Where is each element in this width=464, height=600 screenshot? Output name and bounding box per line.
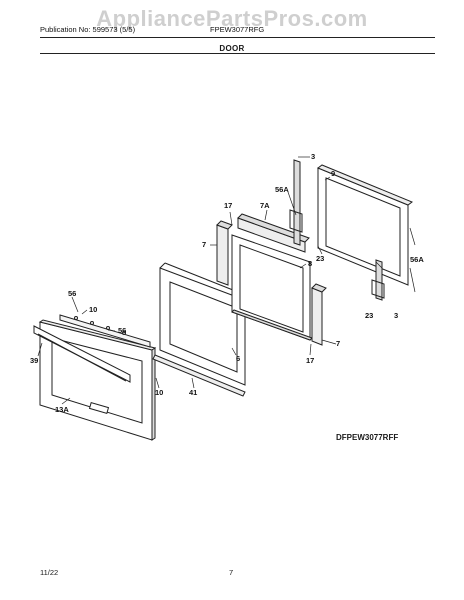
callout-9: 9 — [331, 169, 335, 178]
callout-8: 8 — [308, 259, 312, 268]
callout-17-top: 17 — [224, 201, 232, 210]
callout-7-left: 7 — [202, 240, 206, 249]
page-number: 7 — [229, 568, 234, 577]
insulation-block-right — [311, 283, 327, 346]
inner-door-frame — [159, 262, 249, 386]
callout-23-bottom: 23 — [365, 311, 373, 320]
rear-door-panel — [316, 164, 414, 286]
leader-lines — [37, 156, 416, 405]
bottom-rail — [152, 354, 246, 397]
footer-date: 11/22 — [40, 568, 59, 577]
insulation-block-top — [237, 213, 310, 253]
callout-13A: 13A — [55, 405, 69, 414]
callout-56A-top: 56A — [275, 185, 289, 194]
callout-3-top: 3 — [311, 152, 315, 161]
callout-41: 41 — [189, 388, 197, 397]
callout-56-top: 56 — [68, 289, 76, 298]
inner-glass-assembly — [231, 234, 313, 341]
callout-56A-right: 56A — [410, 255, 424, 264]
hinge-right — [371, 259, 385, 301]
callout-6: 6 — [236, 354, 240, 363]
callout-10-top: 10 — [89, 305, 97, 314]
callout-10-bottom: 10 — [155, 388, 163, 397]
callout-7-right: 7 — [336, 339, 340, 348]
callout-23-top: 23 — [316, 254, 324, 263]
publication-number: Publication No: 599573 (5/5) — [40, 25, 136, 34]
insulation-block-left — [216, 220, 233, 286]
watermark: AppliancePartsPros.com — [96, 6, 368, 31]
section-rule — [40, 53, 435, 54]
model-number: FPEW3077RFG — [210, 25, 265, 34]
callout-17-bottom: 17 — [306, 356, 314, 365]
diagram-reference-code: DFPEW3077RFF — [336, 433, 399, 442]
callout-56-mid: 56 — [118, 326, 126, 335]
callout-3-bottom: 3 — [394, 311, 398, 320]
section-title: DOOR — [219, 44, 245, 53]
hinge-left — [289, 159, 303, 246]
outer-door-panel — [38, 319, 157, 441]
callout-7A: 7A — [260, 201, 270, 210]
callout-39: 39 — [30, 356, 38, 365]
door-handle — [33, 325, 131, 383]
top-trim — [59, 314, 151, 348]
header-rule — [40, 37, 435, 38]
